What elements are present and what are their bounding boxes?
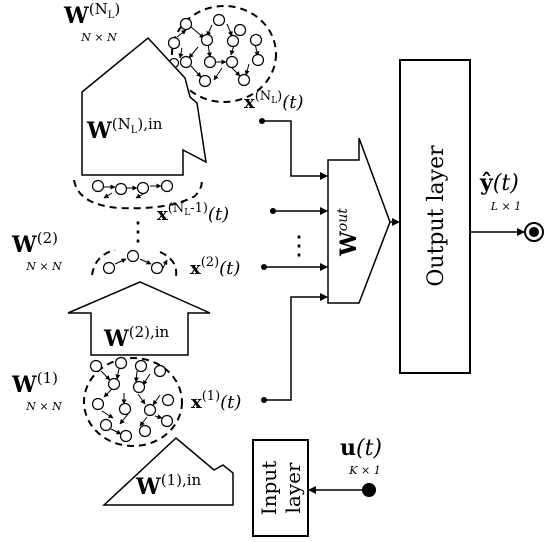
W-in-NL-shape <box>81 36 207 176</box>
output-layer-box <box>399 59 471 374</box>
readout-ellipsis: ⋮ <box>286 231 312 261</box>
reservoir-NL-minus1 <box>73 177 203 210</box>
W-in-1-shape <box>102 436 234 506</box>
input-layer-box <box>252 439 309 537</box>
input-layer-label-line2: layer <box>281 462 305 513</box>
W-res-NL-dim: N × N <box>80 31 117 44</box>
layer-ellipsis: ⋮ <box>125 217 151 247</box>
reservoir-1 <box>83 356 183 447</box>
state-1-line <box>264 293 328 401</box>
W-in-1-label: W(1),in <box>135 471 202 500</box>
input-signal-dim: K × 1 <box>348 464 380 477</box>
state-2-dot <box>261 264 267 270</box>
output-signal-dim: L × 1 <box>490 200 522 213</box>
output-layer-label: Output layer <box>424 145 449 287</box>
W-res-NL-label: W(NL) <box>63 0 120 29</box>
state-1-label: x(1)(t) <box>191 389 241 413</box>
state-NL-minus1-dot <box>270 208 276 214</box>
state-NL-line <box>262 120 328 180</box>
W-in-2-shape <box>67 281 211 356</box>
W-in-2-label: W(2),in <box>103 323 170 352</box>
output-signal-label: ŷ(t) <box>479 170 519 196</box>
output-terminal-inner <box>529 227 539 237</box>
state-2-label: x(2)(t) <box>190 255 240 279</box>
reservoir-2-boundary <box>91 249 178 277</box>
input-terminal <box>362 483 376 497</box>
readout-label: Wout <box>335 208 362 257</box>
W-res-2-label: W(2) <box>11 229 58 258</box>
reservoir-NL <box>167 5 277 103</box>
state-1-dot <box>261 397 267 403</box>
W-in-NL-label: W(NL),in <box>86 115 163 144</box>
input-signal-label: u(t) <box>340 435 382 461</box>
reservoir-1-boundary <box>83 357 183 447</box>
W-res-1-label: W(1) <box>11 369 58 398</box>
reservoir-NL-boundary <box>171 5 277 103</box>
W-res-2-dim: N × N <box>25 260 62 273</box>
input-layer-label-line1: Input <box>257 461 281 516</box>
state-NL-label: x(NL)(t) <box>244 89 304 113</box>
W-res-1-dim: N × N <box>25 400 62 413</box>
reservoir-NL-minus1-boundary <box>73 177 203 210</box>
state-NL-dot <box>259 118 265 124</box>
reservoir-2 <box>91 249 178 277</box>
state-NL-minus1-label: x(NL-1)(t) <box>157 201 229 225</box>
